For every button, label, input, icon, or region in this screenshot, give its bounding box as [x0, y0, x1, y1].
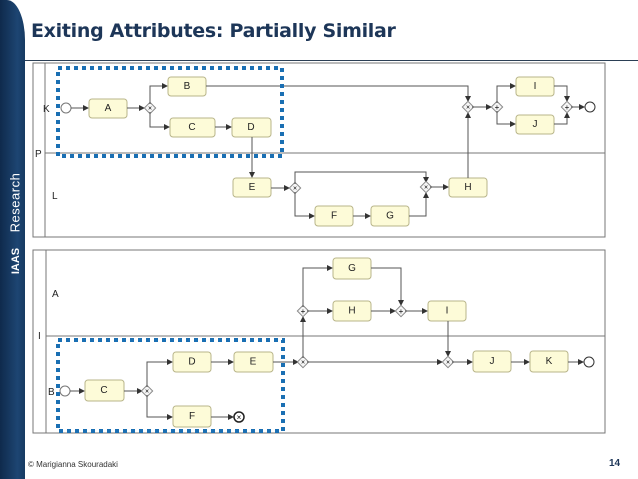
task-a: A [88, 98, 128, 119]
svg-text:×: × [446, 360, 450, 367]
task-g: G [332, 257, 372, 280]
parallel-gateway: + [490, 100, 504, 114]
svg-text:×: × [148, 106, 152, 113]
task-e: E [232, 177, 272, 198]
svg-text:H: H [348, 306, 355, 317]
start-event [60, 102, 72, 114]
task-c: C [169, 117, 216, 138]
page-number: 14 [609, 458, 621, 469]
task-c: C [84, 379, 125, 402]
xor-gateway: × [441, 355, 455, 369]
start-event [59, 385, 71, 397]
svg-text:F: F [331, 211, 337, 222]
end-event [584, 101, 596, 113]
svg-text:B: B [184, 81, 191, 92]
lane-label-a: A [52, 289, 59, 300]
slide-title: Exiting Attributes: Partially Similar [31, 20, 396, 42]
svg-text:D: D [247, 122, 254, 133]
task-j: J [515, 114, 555, 135]
svg-text:+: + [565, 103, 570, 112]
parallel-gateway: + [560, 100, 574, 114]
terminate-end-event: × [233, 411, 245, 423]
parallel-gateway: + [394, 304, 408, 318]
xor-gateway: × [143, 101, 157, 115]
task-f: F [314, 205, 354, 227]
copyright-footer: © Marigianna Skouradaki [28, 460, 118, 469]
svg-text:F: F [189, 411, 195, 422]
svg-text:×: × [466, 105, 470, 112]
svg-text:D: D [188, 357, 195, 368]
highlight-region [56, 66, 284, 158]
xor-gateway: × [288, 181, 302, 195]
svg-text:×: × [424, 185, 428, 192]
svg-text:H: H [464, 182, 471, 193]
task-i: I [427, 300, 467, 322]
svg-text:A: A [105, 103, 112, 114]
task-f: F [172, 405, 212, 428]
svg-text:+: + [301, 307, 306, 316]
task-h: H [332, 300, 372, 322]
xor-gateway: × [296, 355, 310, 369]
svg-text:J: J [490, 356, 495, 367]
task-b: B [167, 76, 207, 97]
task-h: H [448, 177, 488, 198]
svg-text:I: I [446, 306, 449, 317]
svg-text:J: J [533, 119, 538, 130]
diagram-2: I A B C × D E F × × + G H + I × J K [32, 249, 606, 434]
xor-gateway: × [140, 384, 154, 398]
svg-text:×: × [301, 360, 305, 367]
lane-label-k: K [43, 104, 50, 115]
sidebar: IAAS Research [0, 0, 25, 479]
pool-label: I [38, 331, 41, 342]
svg-text:G: G [348, 263, 356, 274]
task-d: D [231, 117, 272, 138]
svg-text:E: E [249, 182, 256, 193]
highlight-region [56, 338, 285, 433]
pool-p [32, 62, 606, 238]
task-i: I [515, 76, 555, 97]
task-e: E [233, 351, 274, 373]
lane-label-b: B [48, 387, 55, 398]
xor-gateway: × [419, 180, 433, 194]
svg-text:K: K [546, 356, 553, 367]
svg-text:×: × [237, 413, 242, 422]
lane-label-l: L [52, 191, 58, 202]
svg-text:×: × [145, 389, 149, 396]
pool-i [32, 249, 606, 434]
svg-text:E: E [250, 357, 257, 368]
end-event [583, 356, 595, 368]
task-g: G [370, 205, 410, 227]
svg-text:C: C [100, 385, 107, 396]
parallel-gateway: + [296, 304, 310, 318]
diagram-1: P K L A × B C D E × F G × H × + I J [32, 62, 606, 238]
svg-text:+: + [399, 307, 404, 316]
svg-text:I: I [534, 81, 537, 92]
title-divider [25, 60, 638, 61]
svg-text:+: + [495, 103, 500, 112]
svg-text:G: G [386, 211, 394, 222]
task-d: D [172, 351, 212, 373]
task-j: J [472, 350, 512, 373]
pool-label: P [35, 149, 42, 160]
task-k: K [529, 350, 569, 373]
svg-text:C: C [188, 122, 195, 133]
xor-gateway: × [461, 100, 475, 114]
svg-text:×: × [293, 186, 297, 193]
